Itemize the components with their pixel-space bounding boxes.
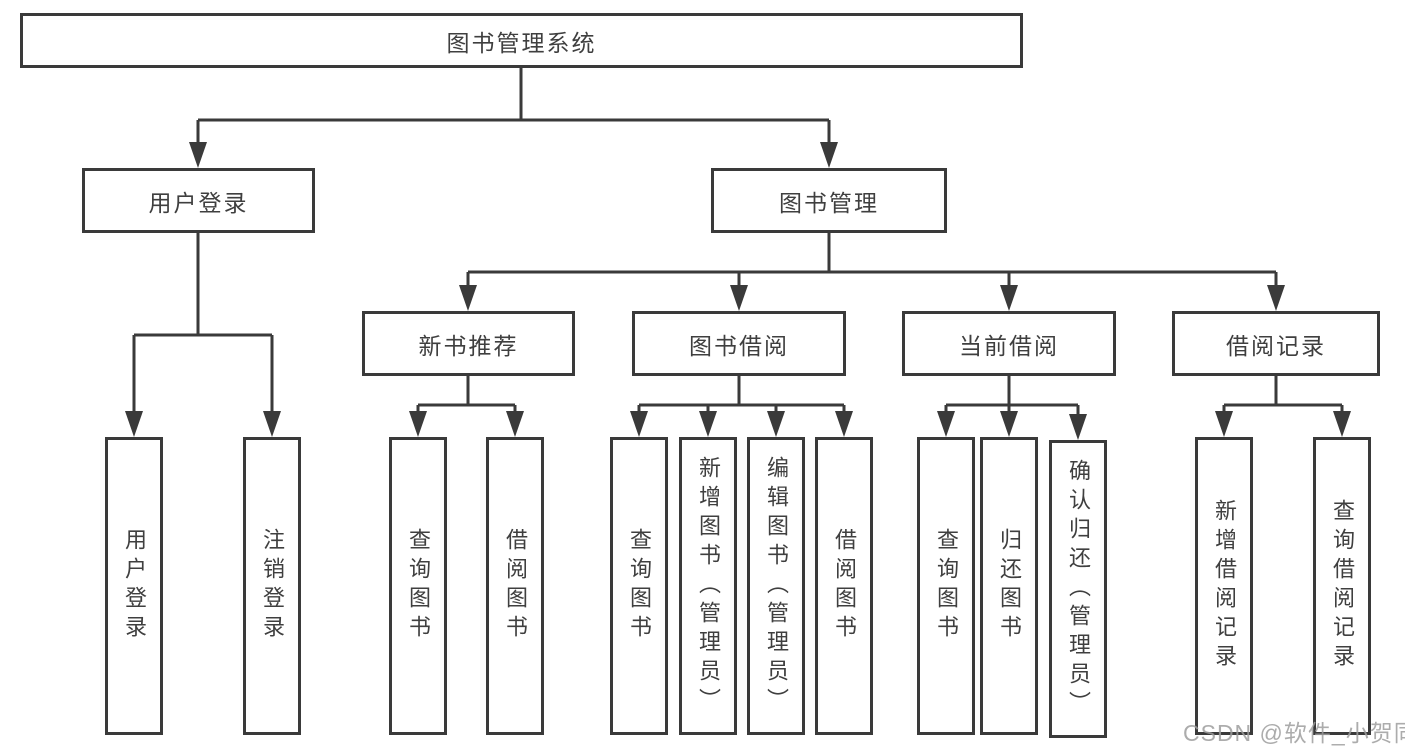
node-new-book-recommendation-label: 新书推荐 — [418, 332, 519, 359]
leaf-add-borrow-record: 新增借阅记录 — [1195, 437, 1253, 735]
leaf-return-books-label: 归还图书 — [997, 528, 1022, 644]
leaf-borrow-books-recommendation: 借阅图书 — [486, 437, 544, 735]
leaf-query-books-borrowing-label: 查询图书 — [627, 528, 652, 644]
node-new-book-recommendation: 新书推荐 — [362, 311, 575, 376]
node-borrowing-records-label: 借阅记录 — [1226, 332, 1326, 359]
node-library-management-system: 图书管理系统 — [20, 13, 1023, 68]
node-book-management: 图书管理 — [711, 168, 947, 233]
leaf-logout-label: 注销登录 — [260, 528, 285, 644]
leaf-edit-books-admin: 编辑图书（管理员） — [747, 437, 805, 735]
csdn-watermark: CSDN @软件_小贺同学 — [1183, 720, 1405, 746]
leaf-query-books-current-label: 查询图书 — [934, 528, 959, 644]
leaf-edit-books-admin-label: 编辑图书（管理员） — [764, 455, 789, 717]
leaf-return-books: 归还图书 — [980, 437, 1038, 735]
leaf-confirm-return-admin: 确认归还（管理员） — [1049, 440, 1107, 738]
leaf-logout: 注销登录 — [243, 437, 301, 735]
leaf-query-books-borrowing: 查询图书 — [610, 437, 668, 735]
leaf-query-books-current: 查询图书 — [917, 437, 975, 735]
leaf-query-books-recommendation-label: 查询图书 — [406, 528, 431, 644]
leaf-add-books-admin-label: 新增图书（管理员） — [696, 455, 721, 717]
leaf-add-borrow-record-label: 新增借阅记录 — [1212, 499, 1237, 673]
leaf-user-login: 用户登录 — [105, 437, 163, 735]
leaf-confirm-return-admin-label: 确认归还（管理员） — [1066, 458, 1091, 720]
leaf-add-books-admin: 新增图书（管理员） — [679, 437, 737, 735]
node-book-borrowing: 图书借阅 — [632, 311, 846, 376]
leaf-borrow-books: 借阅图书 — [815, 437, 873, 735]
leaf-query-borrow-record-label: 查询借阅记录 — [1330, 499, 1355, 673]
leaf-query-books-recommendation: 查询图书 — [389, 437, 447, 735]
node-current-borrowing: 当前借阅 — [902, 311, 1116, 376]
node-book-management-label: 图书管理 — [779, 189, 879, 216]
leaf-borrow-books-label: 借阅图书 — [832, 528, 857, 644]
node-book-borrowing-label: 图书借阅 — [689, 332, 789, 359]
leaf-query-borrow-record: 查询借阅记录 — [1313, 437, 1371, 735]
node-user-login-label: 用户登录 — [148, 189, 249, 216]
node-current-borrowing-label: 当前借阅 — [959, 332, 1059, 359]
leaf-user-login-label: 用户登录 — [122, 528, 147, 644]
arrowheads — [125, 142, 1351, 440]
node-borrowing-records: 借阅记录 — [1172, 311, 1380, 376]
leaf-borrow-books-recommendation-label: 借阅图书 — [503, 528, 528, 644]
node-library-management-system-label: 图书管理系统 — [446, 29, 597, 56]
node-user-login: 用户登录 — [82, 168, 315, 233]
